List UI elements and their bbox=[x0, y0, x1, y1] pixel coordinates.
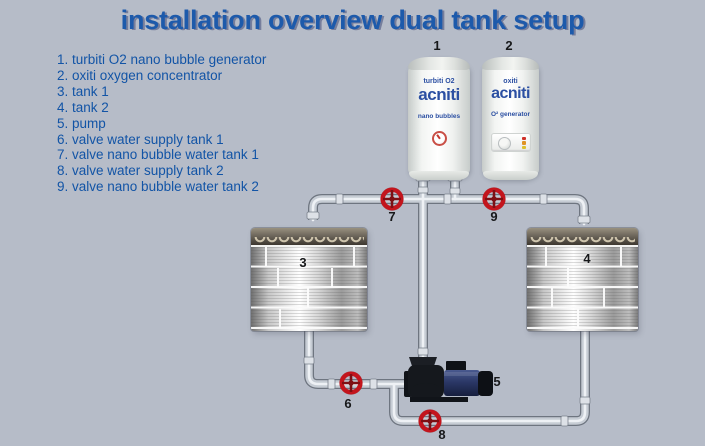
legend: 1. turbiti O2 nano bubble generator 2. o… bbox=[57, 52, 266, 195]
tank-water-surface bbox=[251, 228, 367, 247]
valve-nano-bubble-tank2 bbox=[483, 188, 506, 211]
status-led bbox=[522, 145, 526, 149]
device-model-label: oxiti bbox=[503, 78, 518, 85]
status-led bbox=[522, 141, 526, 145]
tank-steel-panels bbox=[251, 247, 367, 331]
valve-nano-bubble-tank1 bbox=[381, 188, 404, 211]
marker-device2: 2 bbox=[505, 38, 513, 53]
tank-steel-panels bbox=[527, 247, 638, 331]
marker-valve9: 9 bbox=[490, 209, 498, 224]
pressure-gauge-icon bbox=[432, 131, 447, 146]
valve-water-supply-tank1 bbox=[340, 372, 363, 395]
device-brand-logo: acniti bbox=[418, 85, 460, 104]
gauge-needle bbox=[436, 134, 441, 140]
device-brand-logo: acniti bbox=[491, 85, 530, 102]
device-tagline: O² generator bbox=[490, 111, 530, 118]
control-panel bbox=[490, 133, 531, 152]
water-wave bbox=[254, 237, 364, 244]
marker-device1: 1 bbox=[433, 38, 441, 53]
legend-item: 4. tank 2 bbox=[57, 99, 109, 115]
marker-pump: 5 bbox=[493, 374, 501, 389]
pump-motor bbox=[444, 370, 480, 396]
water-wave bbox=[530, 237, 635, 244]
marker-valve6: 6 bbox=[344, 396, 352, 411]
legend-item: 6. valve water supply tank 1 bbox=[57, 131, 224, 147]
oxygen-concentrator-device: oxiti acniti O² generator bbox=[482, 57, 539, 180]
legend-item: 3. tank 1 bbox=[57, 83, 109, 99]
pump bbox=[404, 357, 493, 402]
tank-2: 4 bbox=[527, 228, 638, 331]
status-led bbox=[522, 136, 526, 140]
tank-1-number: 3 bbox=[299, 255, 307, 270]
legend-item: 2. oxiti oxygen concentrator bbox=[57, 67, 223, 83]
control-knob-icon bbox=[497, 136, 511, 150]
pump-top-flange bbox=[409, 357, 437, 366]
legend-item: 1. turbiti O2 nano bubble generator bbox=[57, 52, 267, 67]
tank-2-number: 4 bbox=[583, 251, 591, 266]
device-model-label: turbiti O2 bbox=[423, 78, 455, 85]
marker-valve8: 8 bbox=[438, 427, 446, 442]
nano-generator-device: turbiti O2 acniti nano bubbles bbox=[408, 57, 470, 180]
pump-motor-endcap bbox=[478, 371, 493, 396]
tank-1: 3 bbox=[251, 228, 367, 331]
pipe-couplings bbox=[303, 186, 591, 427]
tank-water-surface bbox=[527, 228, 638, 247]
device-tagline: nano bubbles bbox=[417, 113, 461, 120]
legend-item: 5. pump bbox=[57, 115, 106, 131]
legend-item: 7. valve nano bubble water tank 1 bbox=[57, 147, 259, 163]
marker-valve7: 7 bbox=[388, 209, 396, 224]
legend-item: 8. valve water supply tank 2 bbox=[57, 163, 224, 179]
pump-junction-box bbox=[446, 361, 466, 372]
pump-base bbox=[410, 397, 468, 402]
legend-item: 9. valve nano bubble water tank 2 bbox=[57, 179, 259, 195]
page-title: installation overview dual tank setup bbox=[120, 5, 585, 35]
